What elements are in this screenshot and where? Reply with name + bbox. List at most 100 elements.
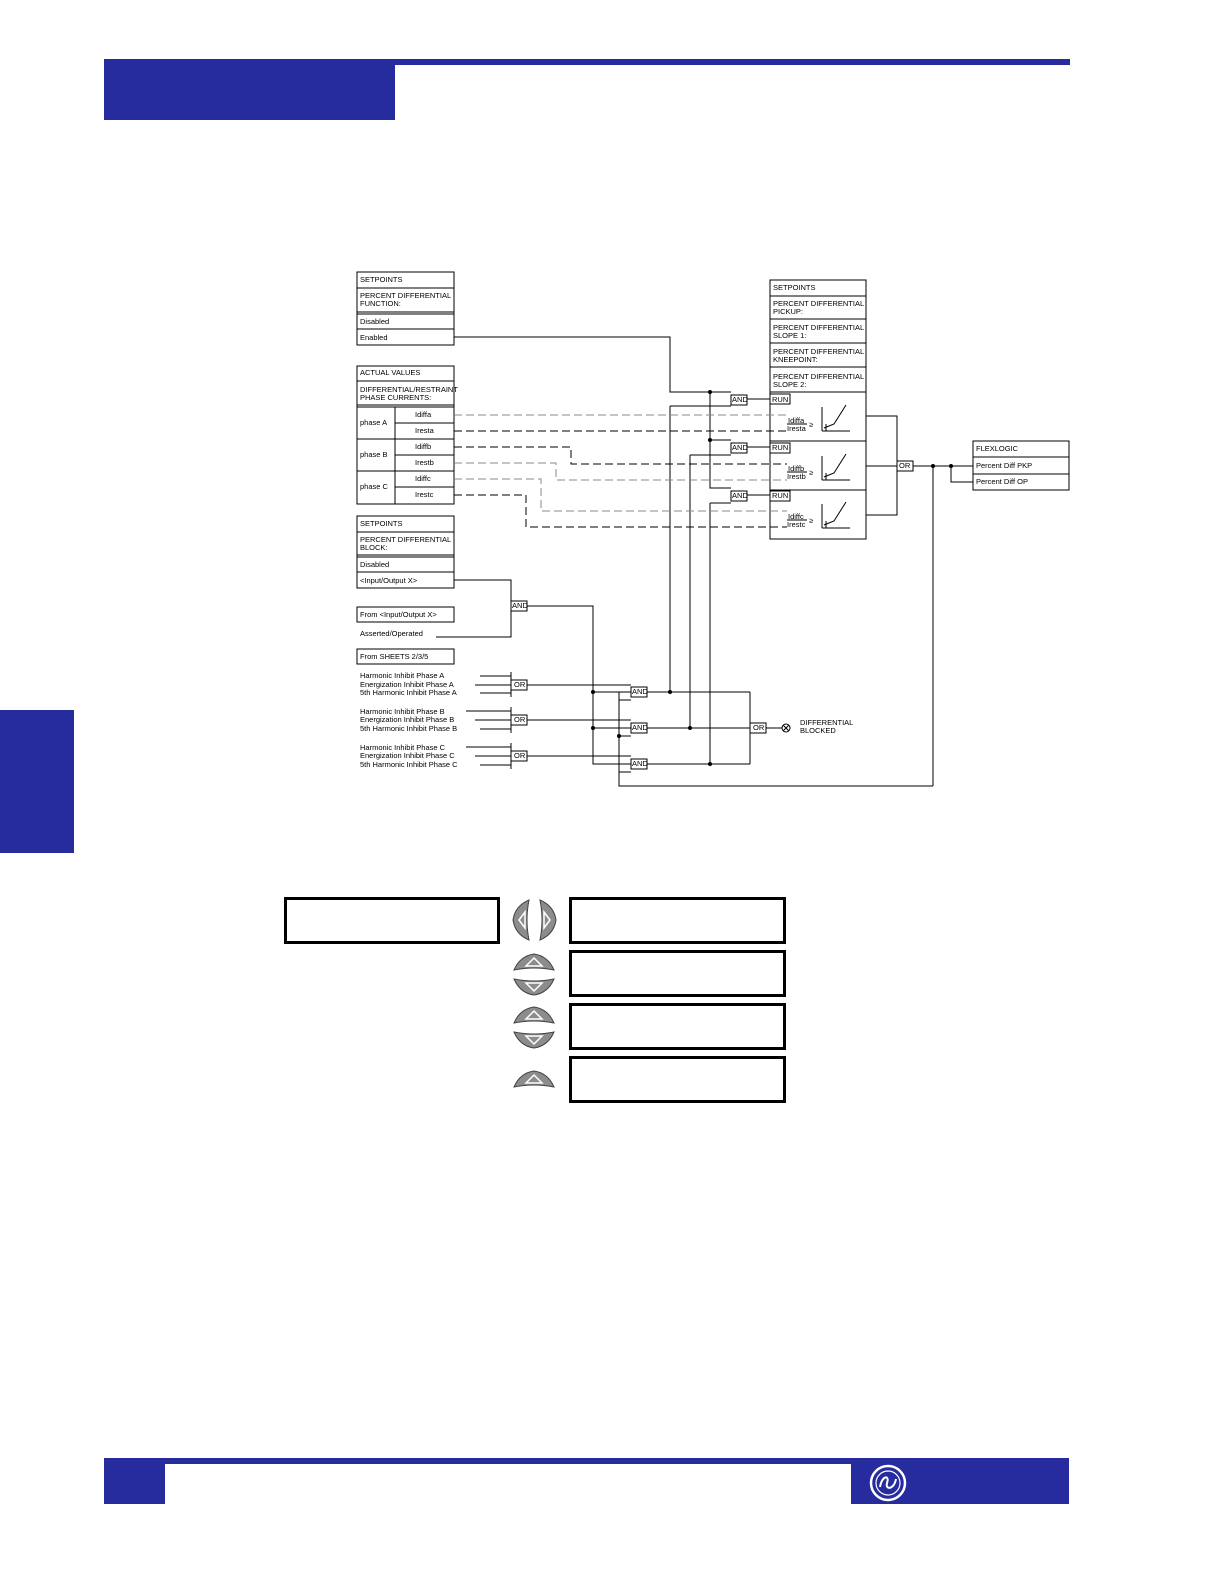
av-irestc: Irestc: [415, 490, 434, 499]
ge-logo-icon: [869, 1464, 907, 1502]
sp-function-title-1: PERCENT DIFFERENTIAL: [360, 291, 451, 300]
flexlogic-header: FLEXLOGIC: [976, 444, 1019, 453]
sheets-a1: Harmonic Inhibit Phase A: [360, 671, 444, 680]
ratio-a-bot: Iresta: [787, 424, 807, 433]
slope-characteristic-c: [821, 501, 850, 529]
sp-right-header: SETPOINTS: [773, 283, 816, 292]
sheets-b3: 5th Harmonic Inhibit Phase B: [360, 724, 457, 733]
av-idiffa: Idiffa: [415, 410, 432, 419]
from-io-box: [356, 606, 455, 623]
and-gate-c: AND: [732, 491, 748, 500]
slope-characteristic-a: [821, 404, 850, 432]
setpoints-function-box: [356, 271, 455, 346]
footer-rule: [104, 1458, 1069, 1464]
geq-b: ≥: [809, 468, 813, 477]
display-box-4: [569, 1056, 786, 1103]
geq-c: ≥: [809, 516, 813, 525]
sp-function-header: SETPOINTS: [360, 275, 403, 284]
sheets-c2: Energization Inhibit Phase C: [360, 751, 455, 760]
sp-slope1-2: SLOPE 1:: [773, 331, 806, 340]
flexlogic-pkp: Percent Diff PKP: [976, 461, 1032, 470]
from-io-label: From <Input/Output X>: [360, 610, 437, 619]
or-gate-blocked: OR: [753, 723, 765, 732]
actual-values-box: [356, 365, 455, 505]
or-gate-pkp: OR: [899, 461, 911, 470]
sheets-b1: Harmonic Inhibit Phase B: [360, 707, 445, 716]
sheets-a2: Energization Inhibit Phase A: [360, 680, 454, 689]
sp-pickup-2: PICKUP:: [773, 307, 803, 316]
arrow-down-key-icon[interactable]: [512, 1028, 556, 1050]
from-io-asserted: Asserted/Operated: [360, 629, 423, 638]
circle-x-icon: [781, 723, 791, 733]
from-sheets-label: From SHEETS 2/3/5: [360, 652, 428, 661]
sp-block-header: SETPOINTS: [360, 519, 403, 528]
ratio-b-top: Idiffb: [788, 464, 804, 473]
sheets-b2: Energization Inhibit Phase B: [360, 715, 454, 724]
sp-pickup-1: PERCENT DIFFERENTIAL: [773, 299, 864, 308]
av-phase-b: phase B: [360, 450, 388, 459]
and-gate-a: AND: [732, 395, 748, 404]
sp-knee-2: KNEEPOINT:: [773, 355, 818, 364]
from-sheets-box: [356, 648, 455, 665]
flexlogic-op: Percent Diff OP: [976, 477, 1028, 486]
and-gate-block-b: AND: [632, 723, 648, 732]
sp-block-title-2: BLOCK:: [360, 543, 388, 552]
sp-function-title-2: FUNCTION:: [360, 299, 401, 308]
flexlogic-box: [972, 440, 1070, 491]
av-header: ACTUAL VALUES: [360, 368, 420, 377]
ratio-c-bot: Irestc: [787, 520, 806, 529]
header-rule: [395, 59, 1070, 65]
run-c: RUN: [772, 491, 788, 500]
sp-function-disabled: Disabled: [360, 317, 389, 326]
run-a: RUN: [772, 395, 788, 404]
slope-characteristic-b: [821, 453, 850, 481]
display-box-1: [569, 897, 786, 944]
or-gate-sheet-a: OR: [514, 680, 526, 689]
av-iresta: Iresta: [415, 426, 435, 435]
sheets-a3: 5th Harmonic Inhibit Phase A: [360, 688, 457, 697]
arrow-down-key-icon[interactable]: [512, 975, 556, 997]
arrow-up-key-icon[interactable]: [512, 1005, 556, 1027]
or-gate-sheet-c: OR: [514, 751, 526, 760]
av-idiffb: Idiffb: [415, 442, 431, 451]
display-box-3: [569, 1003, 786, 1050]
arrow-left-key-icon[interactable]: [511, 898, 533, 942]
ratio-c-top: Idiffc: [788, 512, 804, 521]
sp-function-enabled: Enabled: [360, 333, 388, 342]
av-phase-a: phase A: [360, 418, 387, 427]
ratio-a-top: Idiffa: [788, 416, 805, 425]
arrow-up-key-icon[interactable]: [512, 1069, 556, 1091]
av-idiffc: Idiffc: [415, 474, 431, 483]
display-box-2: [569, 950, 786, 997]
header-title-bar: [104, 59, 395, 120]
av-title-1: DIFFERENTIAL/RESTRAINT: [360, 385, 458, 394]
sp-block-io: <Input/Output X>: [360, 576, 418, 585]
sp-slope2-1: PERCENT DIFFERENTIAL: [773, 372, 864, 381]
and-gate-b: AND: [732, 443, 748, 452]
and-gate-io: AND: [512, 601, 528, 610]
blocked-line-1: DIFFERENTIAL: [800, 718, 853, 727]
av-title-2: PHASE CURRENTS:: [360, 393, 431, 402]
sheets-c3: 5th Harmonic Inhibit Phase C: [360, 760, 458, 769]
blocked-line-2: BLOCKED: [800, 726, 836, 735]
or-gate-sheet-b: OR: [514, 715, 526, 724]
sp-slope1-1: PERCENT DIFFERENTIAL: [773, 323, 864, 332]
geq-a: ≥: [809, 420, 813, 429]
av-phase-c: phase C: [360, 482, 389, 491]
av-irestb: Irestb: [415, 458, 434, 467]
footer-page-box: [104, 1458, 165, 1504]
and-gate-block-a: AND: [632, 687, 648, 696]
arrow-up-key-icon[interactable]: [512, 952, 556, 974]
arrow-right-key-icon[interactable]: [536, 898, 558, 942]
sp-knee-1: PERCENT DIFFERENTIAL: [773, 347, 864, 356]
sp-slope2-2: SLOPE 2:: [773, 380, 806, 389]
display-box-left: [284, 897, 500, 944]
sp-block-title-1: PERCENT DIFFERENTIAL: [360, 535, 451, 544]
and-gate-block-c: AND: [632, 759, 648, 768]
ratio-b-bot: Irestb: [787, 472, 806, 481]
sp-block-disabled: Disabled: [360, 560, 389, 569]
sheets-c1: Harmonic Inhibit Phase C: [360, 743, 446, 752]
setpoints-right-box: [769, 279, 867, 540]
run-b: RUN: [772, 443, 788, 452]
